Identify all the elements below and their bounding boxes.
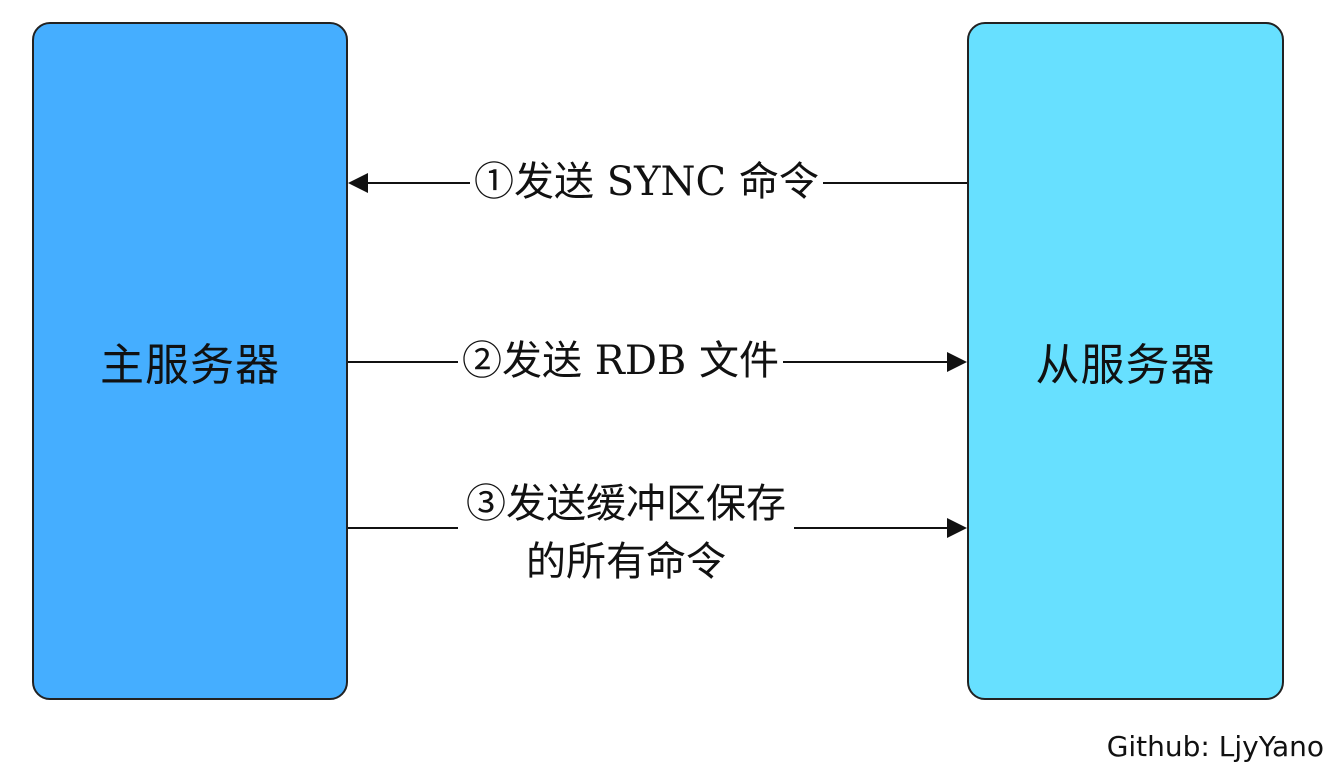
- edge-rdb-label: ②发送 RDB 文件: [458, 341, 784, 381]
- github-watermark: Github: LjyYano: [1106, 730, 1324, 763]
- edge-buffer-label-line-1: ③发送缓冲区保存: [458, 476, 794, 532]
- edge-sync-label: ①发送 SYNC 命令: [470, 162, 823, 202]
- slave-server-label: 从服务器: [1035, 340, 1216, 391]
- master-server-box: 主服务器: [32, 22, 348, 700]
- master-server-label: 主服务器: [100, 340, 280, 391]
- slave-server-box: 从服务器: [967, 22, 1284, 700]
- edge-buffer-label: ③发送缓冲区保存 的所有命令: [454, 476, 798, 590]
- edge-buffer-label-line-2: 的所有命令: [518, 534, 734, 590]
